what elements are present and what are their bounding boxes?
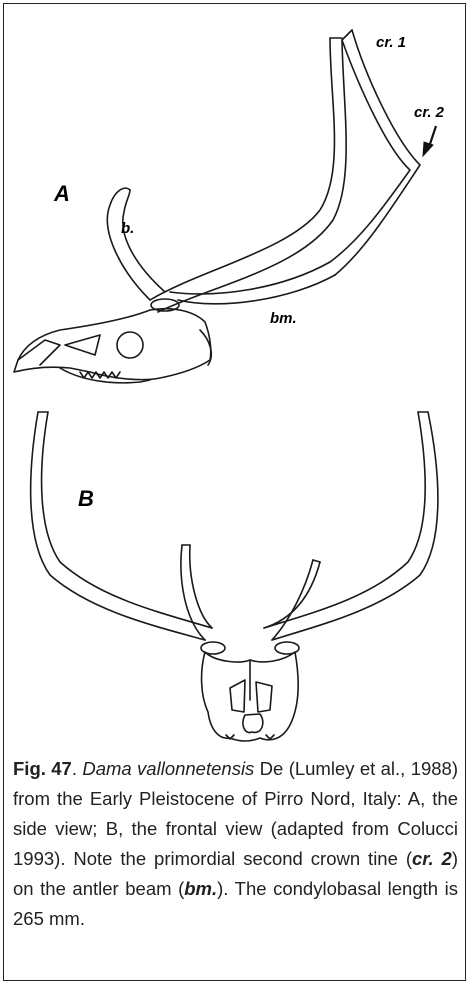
view-a-label: A bbox=[53, 181, 70, 206]
a-beam-inner bbox=[158, 40, 346, 312]
term-cr2: cr. 2 bbox=[412, 848, 452, 869]
a-beam-lower-outer bbox=[178, 275, 335, 304]
species-name: Dama vallonnetensis bbox=[82, 758, 254, 779]
a-crown-outer bbox=[335, 30, 420, 275]
figure-number: Fig. 47 bbox=[13, 758, 72, 779]
antler-figure: A B cr. 1 cr. 2 b. bm. bbox=[0, 0, 471, 750]
figure-caption: Fig. 47. Dama vallonnetensis De (Lumley … bbox=[13, 754, 458, 934]
b-nasal-opening bbox=[243, 714, 263, 733]
b-left-inner bbox=[42, 412, 212, 628]
term-bm: bm. bbox=[184, 878, 217, 899]
crown-tine-2-arrow bbox=[423, 126, 436, 156]
a-beam-outer bbox=[150, 38, 334, 300]
b-right-tine-outer bbox=[272, 560, 313, 640]
a-skull bbox=[14, 309, 211, 380]
b-right-inner bbox=[264, 412, 425, 628]
a-crown-inner bbox=[330, 40, 410, 262]
b-right-outer bbox=[272, 412, 438, 640]
b-right-tine-inner bbox=[264, 562, 320, 628]
beam-label: bm. bbox=[270, 310, 297, 327]
a-crown-tip bbox=[342, 30, 352, 40]
a-orbit bbox=[117, 332, 143, 358]
crown-tine-1-label: cr. 1 bbox=[376, 34, 406, 51]
b-right-tine-tip bbox=[313, 560, 320, 562]
bez-tine-label: b. bbox=[121, 220, 134, 237]
crown-tine-2-label: cr. 2 bbox=[414, 104, 445, 121]
b-left-outer bbox=[31, 412, 205, 640]
b-left-orbit bbox=[230, 680, 245, 712]
b-left-tine-inner bbox=[190, 545, 212, 628]
view-b-label: B bbox=[78, 486, 94, 511]
b-left-tine-outer bbox=[181, 545, 205, 640]
b-right-orbit bbox=[256, 682, 272, 712]
a-nasal bbox=[65, 335, 100, 355]
a-skull-snout bbox=[18, 340, 60, 365]
antler-drawing: A B cr. 1 cr. 2 b. bm. bbox=[0, 0, 471, 750]
